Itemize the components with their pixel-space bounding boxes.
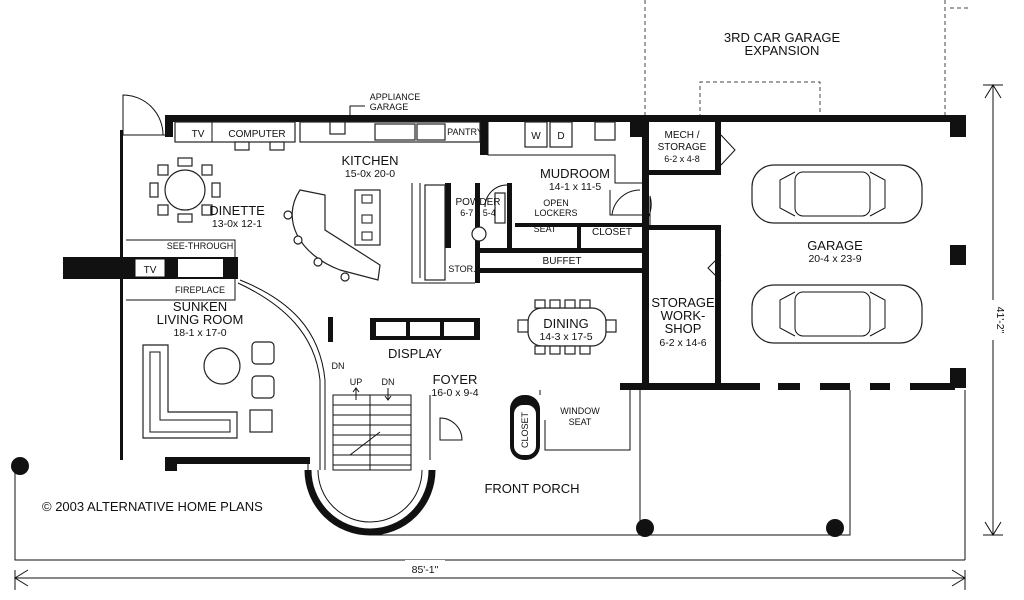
stair-treads — [333, 387, 411, 466]
living-room-size: 18-1 x 17-0 — [173, 327, 226, 339]
appliance-garage-label-1: APPLIANCE — [370, 92, 421, 102]
dn-living-label: DN — [332, 361, 345, 371]
garage-expansion-label-2: EXPANSION — [745, 43, 820, 58]
porch-columns — [11, 457, 844, 537]
appliance-garage-label-2: GARAGE — [370, 102, 409, 112]
dinette-table — [149, 157, 221, 223]
storage-workshop-label-1: STORAGE — [651, 295, 715, 310]
dryer-label: D — [557, 131, 564, 142]
interior-outlines — [14, 122, 966, 561]
display-label: DISPLAY — [388, 346, 442, 361]
mudroom-name: MUDROOM — [540, 166, 610, 181]
fireplace-label: FIREPLACE — [175, 285, 225, 295]
mech-storage-size: 6-2 x 4-8 — [664, 154, 700, 164]
storage-workshop-label-2: WORK- — [661, 308, 706, 323]
living-room-label-2: LIVING ROOM — [157, 312, 244, 327]
copyright-notice: © 2003 ALTERNATIVE HOME PLANS — [42, 499, 263, 514]
dinette-size: 13-0x 12-1 — [212, 218, 262, 230]
dining-name: DINING — [543, 316, 589, 331]
seat-label: SEAT — [534, 224, 557, 234]
powder-fixtures — [471, 192, 506, 242]
dining-size: 14-3 x 17-5 — [539, 331, 592, 343]
buffet-label: BUFFET — [543, 256, 582, 267]
mudroom-size: 14-1 x 11-5 — [549, 181, 601, 193]
tv-fireplace-label: TV — [144, 265, 157, 276]
computer-chairs — [234, 141, 285, 151]
foyer-name: FOYER — [433, 372, 478, 387]
stor-label: STOR. — [448, 264, 475, 274]
kitchen-name: KITCHEN — [341, 153, 398, 168]
pantry-label: PANTRY — [447, 127, 483, 137]
kitchen-island — [283, 189, 381, 282]
kitchen-size: 15-0x 20-0 — [345, 168, 395, 180]
front-porch-name: FRONT PORCH — [484, 481, 579, 496]
washer-label: W — [531, 131, 541, 142]
display-cabinets — [370, 318, 480, 340]
mech-storage-label-1: MECH / — [665, 130, 700, 141]
computer-label: COMPUTER — [228, 129, 285, 140]
garage-size: 20-4 x 23-9 — [808, 253, 861, 265]
garage-name: GARAGE — [807, 238, 863, 253]
window-seat-label-1: WINDOW — [560, 406, 600, 416]
living-sectional — [142, 341, 275, 439]
tv-label-top: TV — [192, 129, 205, 140]
see-through-label: SEE-THROUGH — [167, 241, 234, 251]
dinette-name: DINETTE — [209, 203, 265, 218]
living-room-label-1: SUNKEN — [173, 299, 227, 314]
garage-door-openings — [760, 383, 910, 390]
dining-table — [517, 299, 617, 355]
open-lockers-label-2: LOCKERS — [534, 208, 577, 218]
up-label: UP — [350, 377, 363, 387]
garage-expansion-outline — [644, 0, 970, 118]
depth-dimension: 41'-2" — [994, 307, 1006, 334]
car-upper — [751, 164, 923, 224]
door-swings — [122, 94, 736, 441]
exterior-walls — [120, 115, 966, 471]
mech-storage-label-2: STORAGE — [658, 142, 707, 153]
storage-workshop-label-3: SHOP — [665, 321, 702, 336]
garage-expansion-label-1: 3RD CAR GARAGE — [724, 30, 841, 45]
powder-name: POWDER — [456, 197, 501, 208]
storage-workshop-size: 6-2 x 14-6 — [659, 337, 706, 349]
foyer-size: 16-0 x 9-4 — [431, 387, 478, 399]
closet-mudroom-label: CLOSET — [592, 227, 632, 238]
car-lower — [751, 284, 923, 344]
open-lockers-label-1: OPEN — [543, 198, 569, 208]
window-seat-label-2: SEAT — [569, 417, 592, 427]
front-stair-turret — [304, 394, 436, 536]
width-dimension: 85'-1" — [412, 564, 439, 576]
closet-foyer-label: CLOSET — [520, 411, 530, 448]
dn-stair-label: DN — [382, 377, 395, 387]
powder-size: 6-7 x 5-4 — [460, 208, 496, 218]
